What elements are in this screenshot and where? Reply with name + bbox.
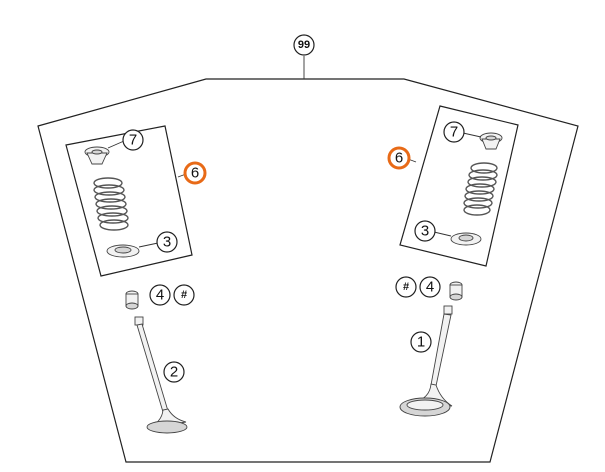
left-seal-hash-circle <box>173 284 195 306</box>
right-keeper-callout-label: 7 <box>450 124 458 141</box>
right-kit-callout-label: 6 <box>395 150 403 167</box>
left-valve-keeper <box>84 146 110 165</box>
left-seat-leader <box>138 242 159 248</box>
right-valve-spring <box>463 162 498 216</box>
right-seal-hash-circle <box>395 276 417 298</box>
right-exhaust-valve <box>399 305 453 417</box>
left-kit-callout-circle <box>183 161 207 185</box>
left-kit-callout-label: 6 <box>191 165 199 182</box>
right-kit-callout-circle <box>387 146 411 170</box>
left-seat-callout-label: 3 <box>163 234 171 251</box>
left-seal-hash-label: # <box>181 289 187 301</box>
assembly-callout-label: 99 <box>298 39 310 51</box>
left-valve-spring <box>93 177 129 231</box>
assembly-callout-circle <box>293 34 315 56</box>
right-seal-hash-label: # <box>403 281 409 293</box>
right-seal-callout-label: 4 <box>426 279 434 296</box>
left-valve-callout-circle <box>163 361 185 383</box>
left-seal-callout-circle <box>149 284 171 306</box>
left-spring-seat <box>106 244 140 258</box>
right-keeper-callout-circle <box>443 121 465 143</box>
right-valve-keeper <box>479 132 503 150</box>
right-seal-callout-circle <box>419 276 441 298</box>
left-keeper-callout-circle <box>122 129 144 151</box>
assembly-outline <box>37 78 579 463</box>
left-seal-callout-label: 4 <box>156 287 164 304</box>
right-spring-seat <box>450 232 482 246</box>
right-valve-callout-label: 1 <box>417 334 425 351</box>
left-keeper-leader <box>107 140 125 149</box>
left-seat-callout-circle <box>156 231 178 253</box>
left-keeper-callout-label: 7 <box>129 132 137 149</box>
right-seat-callout-label: 3 <box>421 223 429 240</box>
left-valve-callout-label: 2 <box>170 364 178 381</box>
right-valve-seal <box>449 281 463 301</box>
left-intake-valve <box>134 316 188 434</box>
right-kit-box <box>399 105 519 267</box>
right-valve-callout-circle <box>410 331 432 353</box>
left-valve-seal <box>125 290 139 310</box>
right-seat-leader <box>433 231 452 237</box>
right-keeper-leader <box>462 132 482 138</box>
right-seat-callout-circle <box>414 220 436 242</box>
